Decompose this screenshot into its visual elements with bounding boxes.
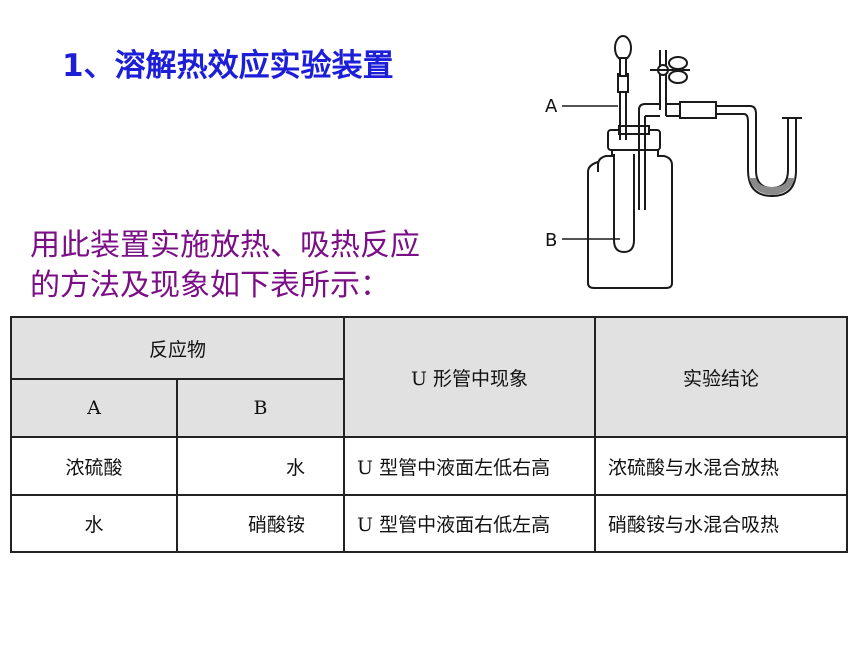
cell-a: 浓硫酸 bbox=[10, 436, 178, 496]
cell-b: 硝酸铵 bbox=[175, 494, 346, 553]
intro-text: 用此装置实施放热、吸热反应 的方法及现象如下表所示： bbox=[30, 226, 500, 306]
cell-phenomenon: U 型管中液面右低左高 bbox=[343, 494, 597, 553]
header-reactants: 反应物 bbox=[9, 316, 346, 380]
bottle-body bbox=[587, 139, 673, 289]
intro-line-2: 的方法及现象如下表所示： bbox=[30, 268, 390, 303]
cell-conclusion: 硝酸铵与水混合吸热 bbox=[594, 494, 849, 553]
header-phenomenon: U 形管中现象 bbox=[343, 316, 597, 438]
cell-conclusion: 浓硫酸与水混合放热 bbox=[594, 436, 849, 496]
header-b: B bbox=[175, 378, 346, 438]
page-title: 1、溶解热效应实验装置 bbox=[62, 48, 394, 84]
cell-a: 水 bbox=[10, 494, 178, 553]
apparatus-diagram: A B bbox=[545, 35, 802, 289]
dropper-bulb bbox=[614, 35, 632, 61]
table-row: 水 硝酸铵 U 型管中液面右低左高 硝酸铵与水混合吸热 bbox=[10, 494, 849, 553]
label-b: B bbox=[545, 230, 557, 251]
cell-b: 水 bbox=[175, 436, 346, 496]
cell-phenomenon: U 型管中液面左低右高 bbox=[343, 436, 597, 496]
connector-pipe bbox=[638, 103, 680, 111]
header-a: A bbox=[10, 378, 178, 438]
rubber-joint bbox=[679, 101, 717, 119]
results-table: 反应物 U 形管中现象 实验结论 A B 浓硫酸 水 U 型管中液面左低右高 浓… bbox=[9, 316, 849, 553]
intro-line-1: 用此装置实施放热、吸热反应 bbox=[30, 228, 420, 263]
test-tube bbox=[613, 154, 635, 254]
table-row: 浓硫酸 水 U 型管中液面左低右高 浓硫酸与水混合放热 bbox=[10, 436, 849, 496]
header-conclusion: 实验结论 bbox=[594, 316, 849, 438]
label-a: A bbox=[545, 96, 558, 117]
